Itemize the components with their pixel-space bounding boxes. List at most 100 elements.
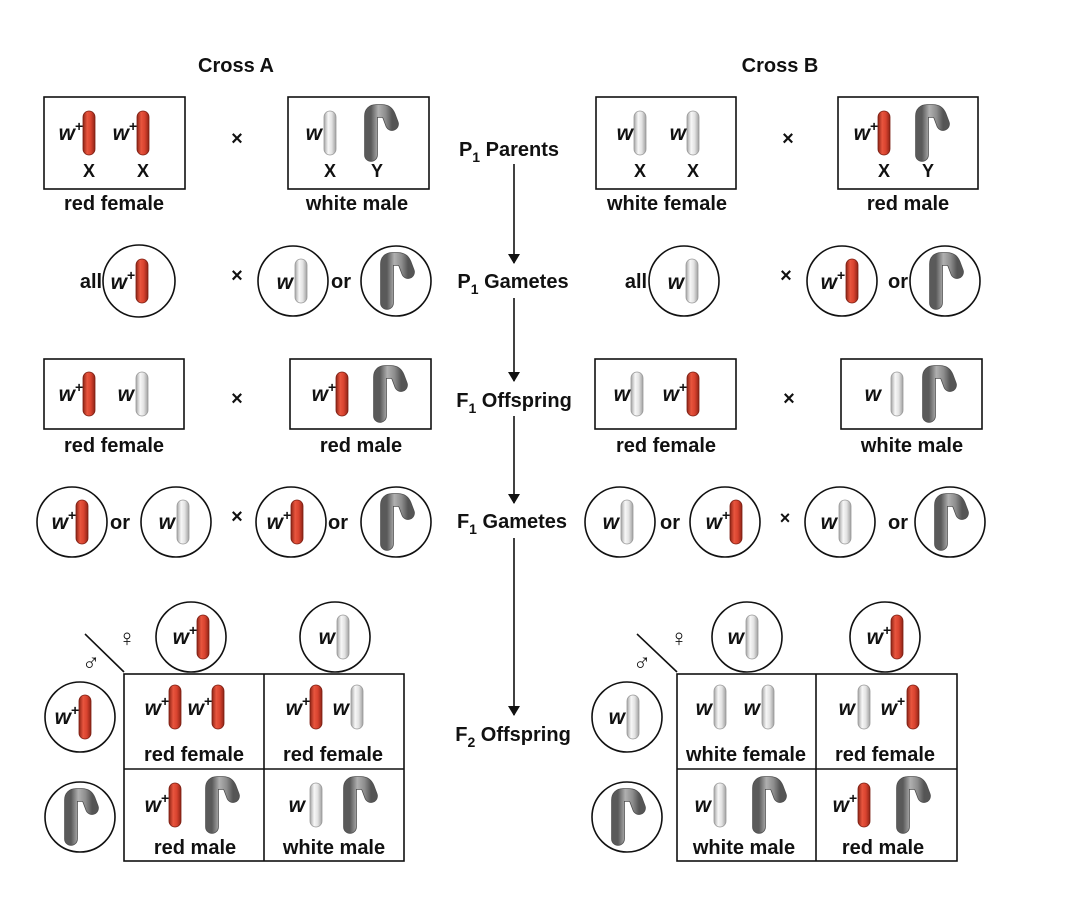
or-label: or [328, 512, 348, 534]
allele-label: w [696, 697, 714, 720]
red-x-chromosome-icon [335, 371, 349, 417]
cross-symbol: × [231, 265, 243, 287]
white-x-chromosome-icon [761, 684, 775, 730]
phenotype-label: red male [320, 435, 402, 457]
offspring-box-red-female [594, 358, 737, 430]
allele-label: w [145, 697, 163, 720]
gamete-circle [909, 245, 981, 317]
allele-superscript: + [75, 118, 83, 134]
allele-superscript: + [883, 622, 891, 638]
f1-gametes-label: F1 Gametes [457, 511, 567, 537]
white-x-chromosome-icon [323, 110, 337, 156]
chromosome-label: X [324, 161, 336, 181]
f2-offspring-label: F2 Offspring [455, 724, 571, 750]
allele-superscript: + [837, 267, 845, 283]
gamete-circle [689, 486, 761, 558]
y-chromosome-icon [206, 777, 239, 833]
cross-symbol: × [780, 508, 791, 528]
allele-superscript: + [127, 267, 135, 283]
offspring-box-white-male [840, 358, 983, 430]
y-chromosome-icon [365, 105, 398, 161]
or-label: or [888, 271, 908, 293]
allele-label: w [867, 626, 885, 649]
allele-label: w [145, 794, 163, 817]
gamete-circle [648, 245, 720, 317]
allele-label: w [865, 383, 883, 406]
phenotype-label: red female [616, 435, 716, 457]
white-x-chromosome-icon [135, 371, 149, 417]
or-label: or [660, 512, 680, 534]
all-label: all [80, 271, 102, 293]
chromosome-label: X [634, 161, 646, 181]
gamete-circle [584, 486, 656, 558]
white-x-chromosome-icon [745, 614, 759, 660]
allele-label: w [614, 383, 632, 406]
allele-label: w [663, 383, 681, 406]
allele-superscript: + [161, 693, 169, 709]
red-x-chromosome-icon [290, 499, 304, 545]
allele-superscript: + [204, 693, 212, 709]
allele-label: w [59, 122, 77, 145]
red-x-chromosome-icon [168, 782, 182, 828]
or-label: or [888, 512, 908, 534]
gamete-circle [591, 781, 663, 853]
red-x-chromosome-icon [196, 614, 210, 660]
red-x-chromosome-icon [135, 258, 149, 304]
y-chromosome-icon [381, 494, 414, 550]
gamete-circle [44, 781, 116, 853]
phenotype-label: red male [867, 193, 949, 215]
white-x-chromosome-icon [713, 782, 727, 828]
allele-label: w [55, 706, 73, 729]
allele-label: w [695, 794, 713, 817]
gamete-circle [257, 245, 329, 317]
gamete-circle [806, 245, 878, 317]
male-symbol-icon: ♂ [633, 649, 651, 676]
gamete-circle [591, 681, 663, 753]
white-x-chromosome-icon [620, 499, 634, 545]
allele-superscript: + [75, 379, 83, 395]
white-x-chromosome-icon [890, 371, 904, 417]
phenotype-label: red male [154, 837, 236, 859]
allele-label: w [744, 697, 762, 720]
allele-superscript: + [328, 379, 336, 395]
white-x-chromosome-icon [294, 258, 308, 304]
phenotype-label: white male [305, 193, 408, 215]
allele-label: w [609, 706, 627, 729]
phenotype-label: white male [282, 837, 385, 859]
chromosome-label: Y [371, 161, 383, 181]
allele-label: w [267, 511, 285, 534]
cross-symbol: × [231, 128, 243, 150]
offspring-box-red-female [43, 358, 185, 430]
female-symbol-icon: ♀ [670, 625, 688, 652]
chromosome-label: X [878, 161, 890, 181]
red-x-chromosome-icon [877, 110, 891, 156]
cross-b-title: Cross B [742, 55, 819, 77]
p1-parents-label: P1 Parents [459, 139, 559, 165]
phenotype-label: red female [64, 435, 164, 457]
gamete-circle [155, 601, 227, 673]
allele-superscript: + [302, 693, 310, 709]
allele-superscript: + [870, 118, 878, 134]
red-x-chromosome-icon [168, 684, 182, 730]
parent-box-red-female [43, 96, 186, 190]
red-x-chromosome-icon [729, 499, 743, 545]
red-x-chromosome-icon [211, 684, 225, 730]
allele-label: w [333, 697, 351, 720]
punnett-diagonal [84, 633, 125, 673]
allele-superscript: + [189, 622, 197, 638]
y-chromosome-icon [897, 777, 930, 833]
chromosome-label: X [687, 161, 699, 181]
y-chromosome-icon [381, 253, 414, 309]
white-x-chromosome-icon [685, 258, 699, 304]
punnett-square [676, 673, 958, 862]
allele-label: w [821, 271, 839, 294]
chromosome-label: X [137, 161, 149, 181]
phenotype-label: white male [692, 837, 795, 859]
red-x-chromosome-icon [890, 614, 904, 660]
y-chromosome-icon [916, 105, 949, 161]
white-x-chromosome-icon [857, 684, 871, 730]
parent-box-white-male [287, 96, 430, 190]
allele-superscript: + [722, 507, 730, 523]
gamete-circle [804, 486, 876, 558]
